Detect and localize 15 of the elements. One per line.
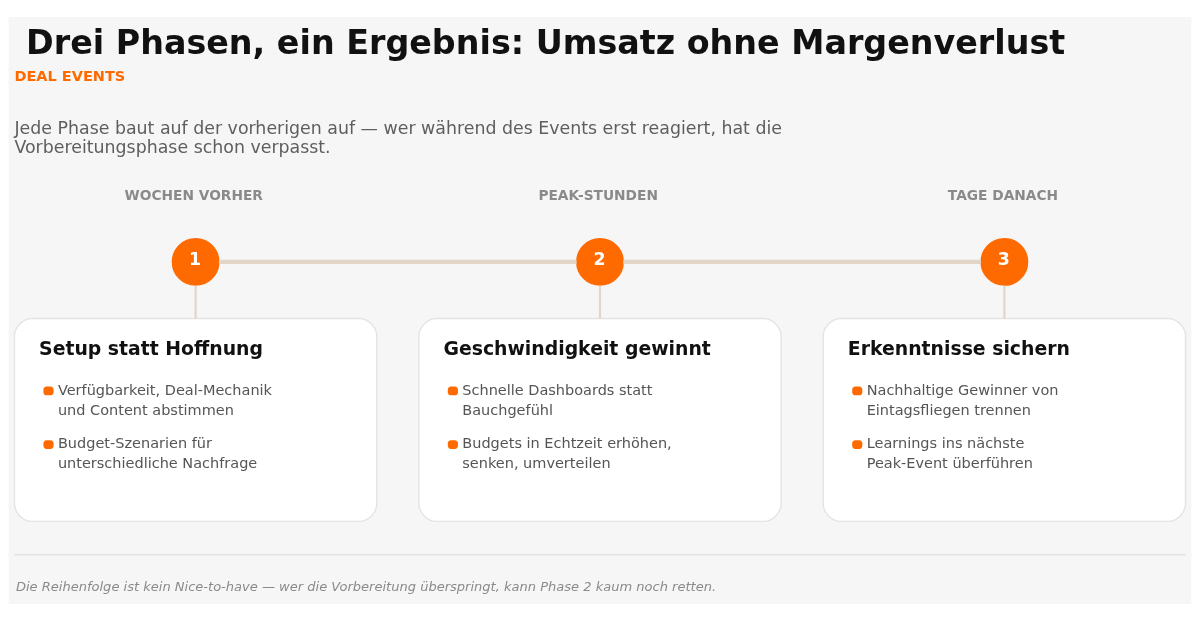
connector [598,285,602,318]
node-circle: 2 [576,237,624,286]
connector [1003,285,1006,318]
diagram-title: Drei Phasen, ein Ergebnis: Umsatz ohne Margenverlust [26,22,1066,62]
connector [623,259,981,264]
connector [194,285,197,318]
connector [218,259,577,264]
node-circle: 3 [980,237,1029,286]
caption: Die Reihenfolge ist kein Nice-to-have — wer die Vorbereitung überspringt, kann Phase 2 kaum noch retten. [15,578,717,594]
node-label: WOCHEN VORHER [124,186,263,203]
node-circle: 1 [171,237,220,286]
node-label: TAGE DANACH [947,186,1059,203]
label: DEAL EVENTS [14,68,126,84]
label: Jede Phase baut auf der vorherigen auf — wer während des Events erst reagiert, hat die Vorbereitungsphase schon verpasst. [14,117,782,157]
node-label: PEAK-STUNDEN [538,186,658,203]
